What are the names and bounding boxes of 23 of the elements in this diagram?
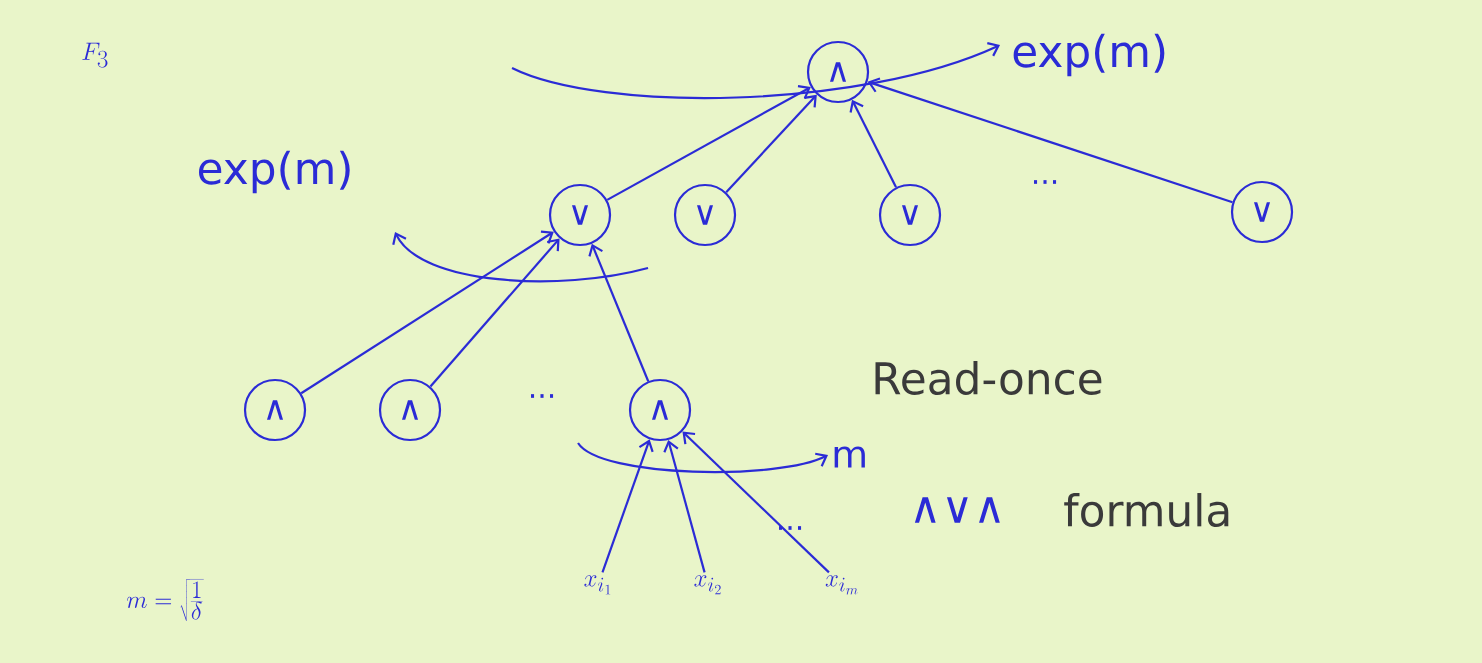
ellipsis-dots: ...	[1033, 180, 1057, 184]
figure-label: $F_3$	[82, 42, 108, 68]
arrow	[682, 431, 830, 574]
equation: $m = \sqrt{\frac{1}{\delta}}$	[126, 579, 204, 622]
arrow	[725, 94, 817, 193]
arrow	[588, 243, 650, 382]
formula-symbols: ∧∨∧	[914, 497, 1000, 523]
arrow	[300, 230, 554, 395]
variable-label: $x_{i_1}$	[584, 575, 611, 595]
arrow	[429, 238, 560, 388]
ellipsis-dots: ...	[530, 394, 554, 398]
arrow	[867, 77, 1233, 204]
arrow	[606, 85, 811, 201]
arrow	[849, 99, 898, 188]
caption-text: formula	[1064, 493, 1229, 527]
fan-in-label: m	[834, 446, 865, 468]
variable-label: $x_{i_m}$	[825, 575, 858, 595]
fan-in-label: exp(m)	[1013, 33, 1165, 77]
fan-in-label: exp(m)	[199, 150, 350, 194]
caption-text: Read-once	[875, 361, 1102, 395]
arrow	[601, 439, 654, 573]
variable-label: $x_{i_2}$	[694, 575, 721, 595]
arrow	[663, 439, 706, 573]
